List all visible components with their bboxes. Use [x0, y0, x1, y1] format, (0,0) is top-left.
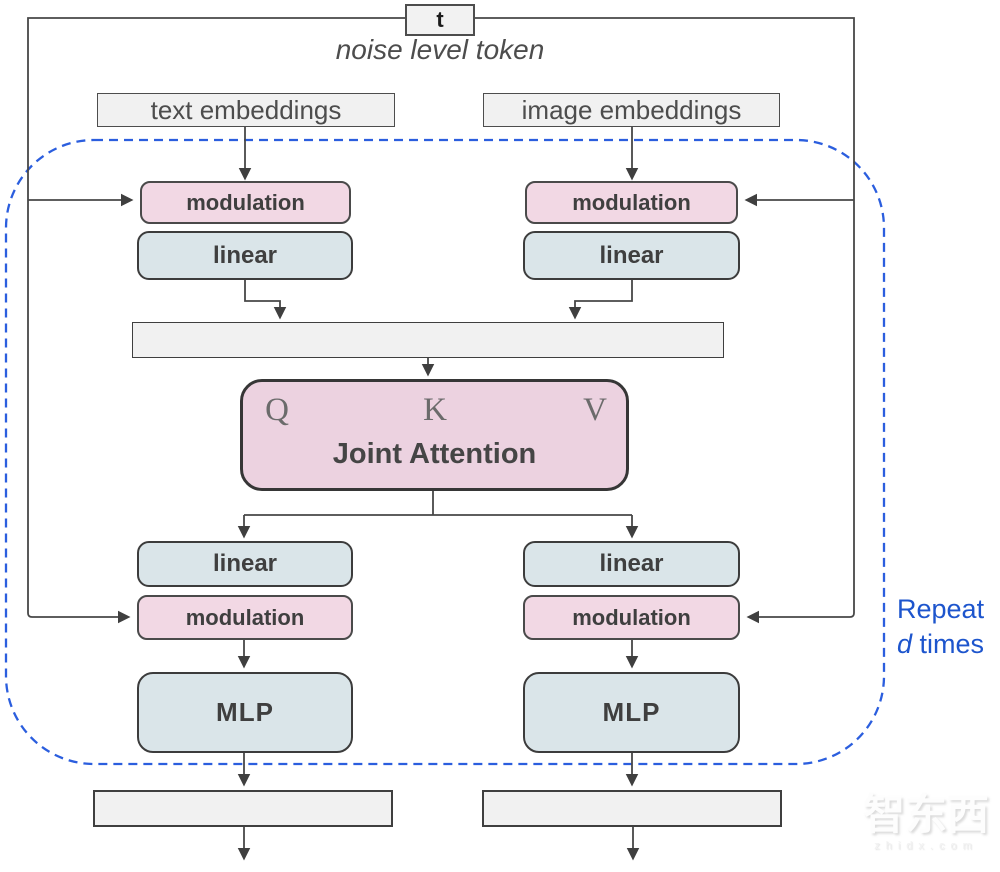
linear-box-text-lower: linear: [137, 541, 353, 587]
linear-box-image-lower: linear: [523, 541, 740, 587]
repeat-line2: d times: [897, 627, 984, 662]
repeat-block-dashed-border: [4, 138, 886, 766]
linear-box-text-upper: linear: [137, 231, 353, 280]
output-tokens-bar-text: [93, 790, 393, 827]
noise-token-box: t: [405, 4, 475, 36]
watermark-logo: 智东西: [862, 791, 989, 838]
noise-token-caption: noise level token: [335, 34, 545, 65]
modulation-box-text-upper: modulation: [140, 181, 351, 224]
value-label: V: [583, 392, 607, 428]
repeat-d-variable: d: [897, 629, 913, 660]
mlp-box-image: MLP: [523, 672, 740, 753]
key-label: K: [423, 392, 447, 428]
repeat-line1: Repeat: [897, 594, 985, 624]
mlp-box-text: MLP: [137, 672, 353, 753]
modulation-box-text-lower: modulation: [137, 595, 353, 640]
linear-box-image-upper: linear: [523, 231, 740, 280]
joint-attention-title: Joint Attention: [332, 438, 537, 470]
modulation-box-image-lower: modulation: [523, 595, 740, 640]
image-embeddings-box: image embeddings: [483, 93, 780, 127]
joint-attention-box: Q K V Joint Attention: [240, 379, 629, 491]
watermark: 智东西 zhidx.com: [856, 791, 996, 853]
modulation-box-image-upper: modulation: [525, 181, 738, 224]
text-embeddings-box: text embeddings: [97, 93, 395, 127]
repeat-d-times-label: Repeat d times: [897, 592, 984, 662]
watermark-domain: zhidx.com: [874, 840, 978, 853]
concatenated-tokens-bar: [132, 322, 724, 358]
output-tokens-bar-image: [482, 790, 782, 827]
repeat-times-text: times: [912, 629, 985, 660]
query-label: Q: [265, 392, 289, 428]
